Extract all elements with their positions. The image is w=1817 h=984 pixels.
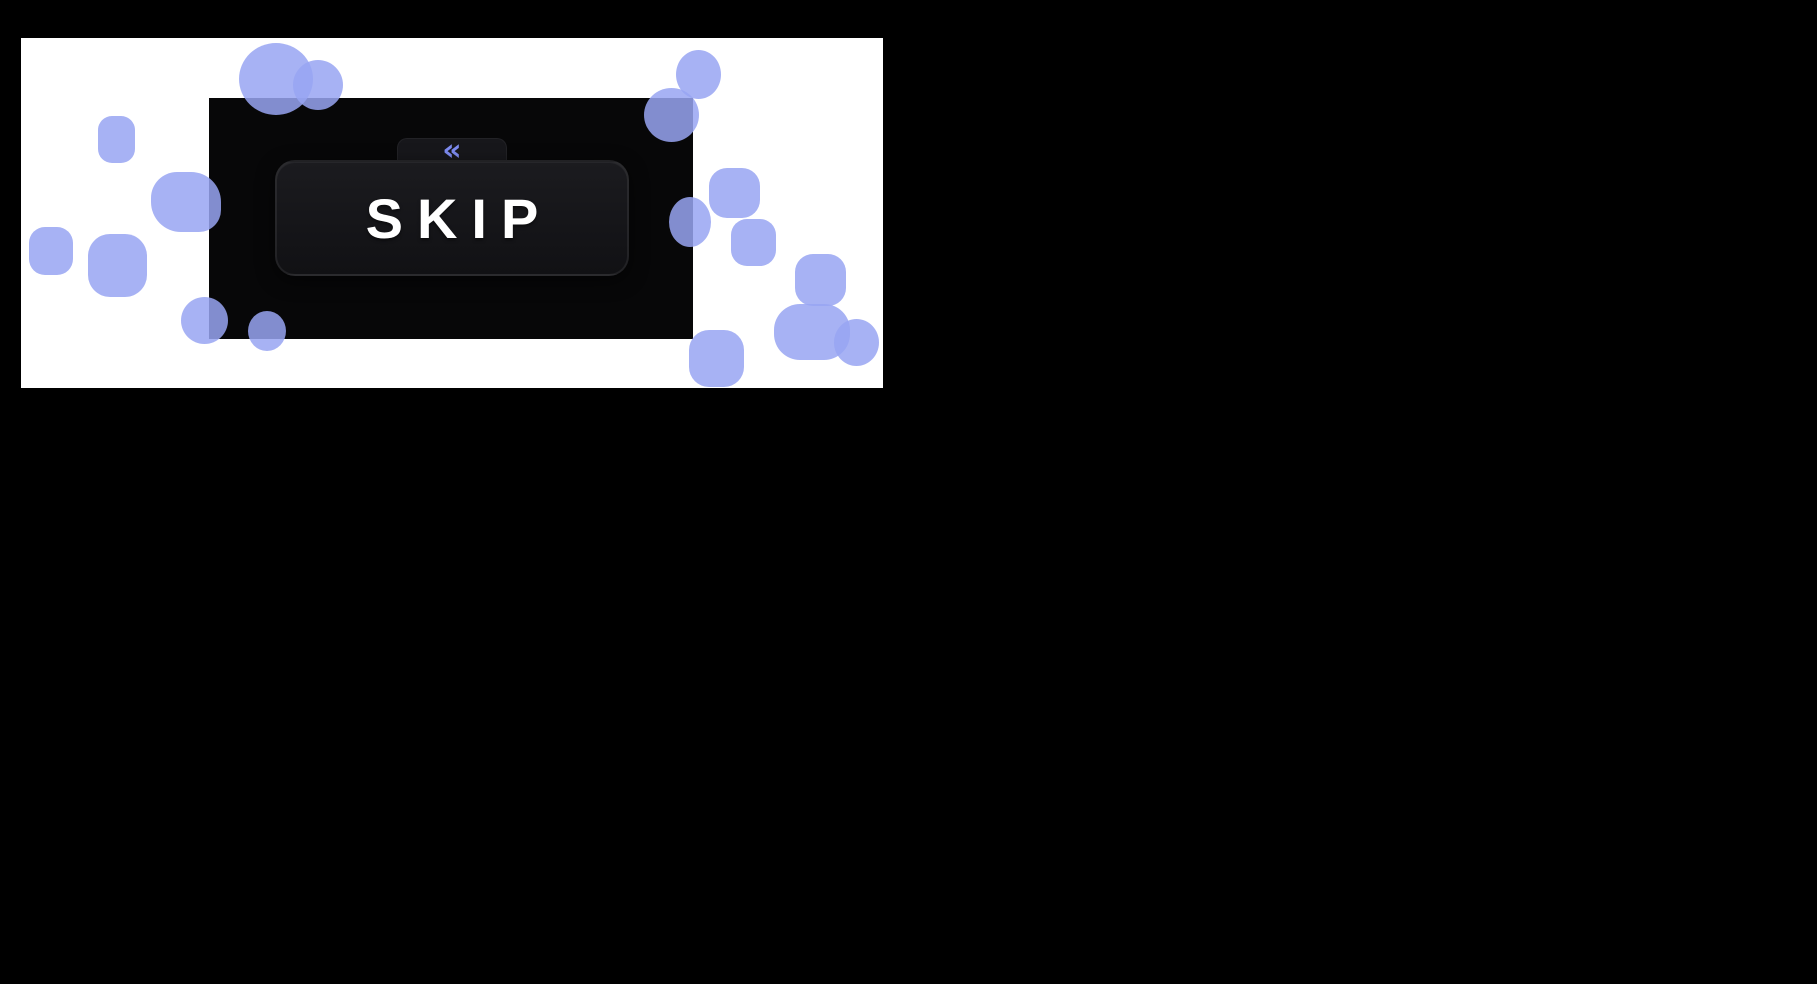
drawing-stroke	[293, 60, 343, 110]
skip-button-label: SKIP	[365, 186, 553, 250]
drawing-stroke	[181, 297, 228, 344]
drawing-stroke	[834, 319, 879, 366]
drawing-stroke	[88, 234, 147, 297]
drawing-stroke	[644, 88, 699, 142]
drawing-stroke	[248, 311, 286, 351]
drawing-strokes-layer	[21, 38, 883, 388]
drawing-stroke	[98, 116, 135, 163]
drawing-stroke	[689, 330, 744, 387]
drawing-canvas[interactable]: « SKIP	[21, 38, 883, 388]
skip-button[interactable]: SKIP	[275, 160, 629, 276]
drawing-stroke	[669, 197, 711, 247]
drawing-stroke	[795, 254, 846, 306]
drawing-stroke	[709, 168, 760, 218]
chevrons-left-icon: «	[442, 133, 462, 168]
drawing-stroke	[151, 172, 221, 232]
drawing-stroke	[731, 219, 776, 266]
drawing-stroke	[29, 227, 73, 275]
